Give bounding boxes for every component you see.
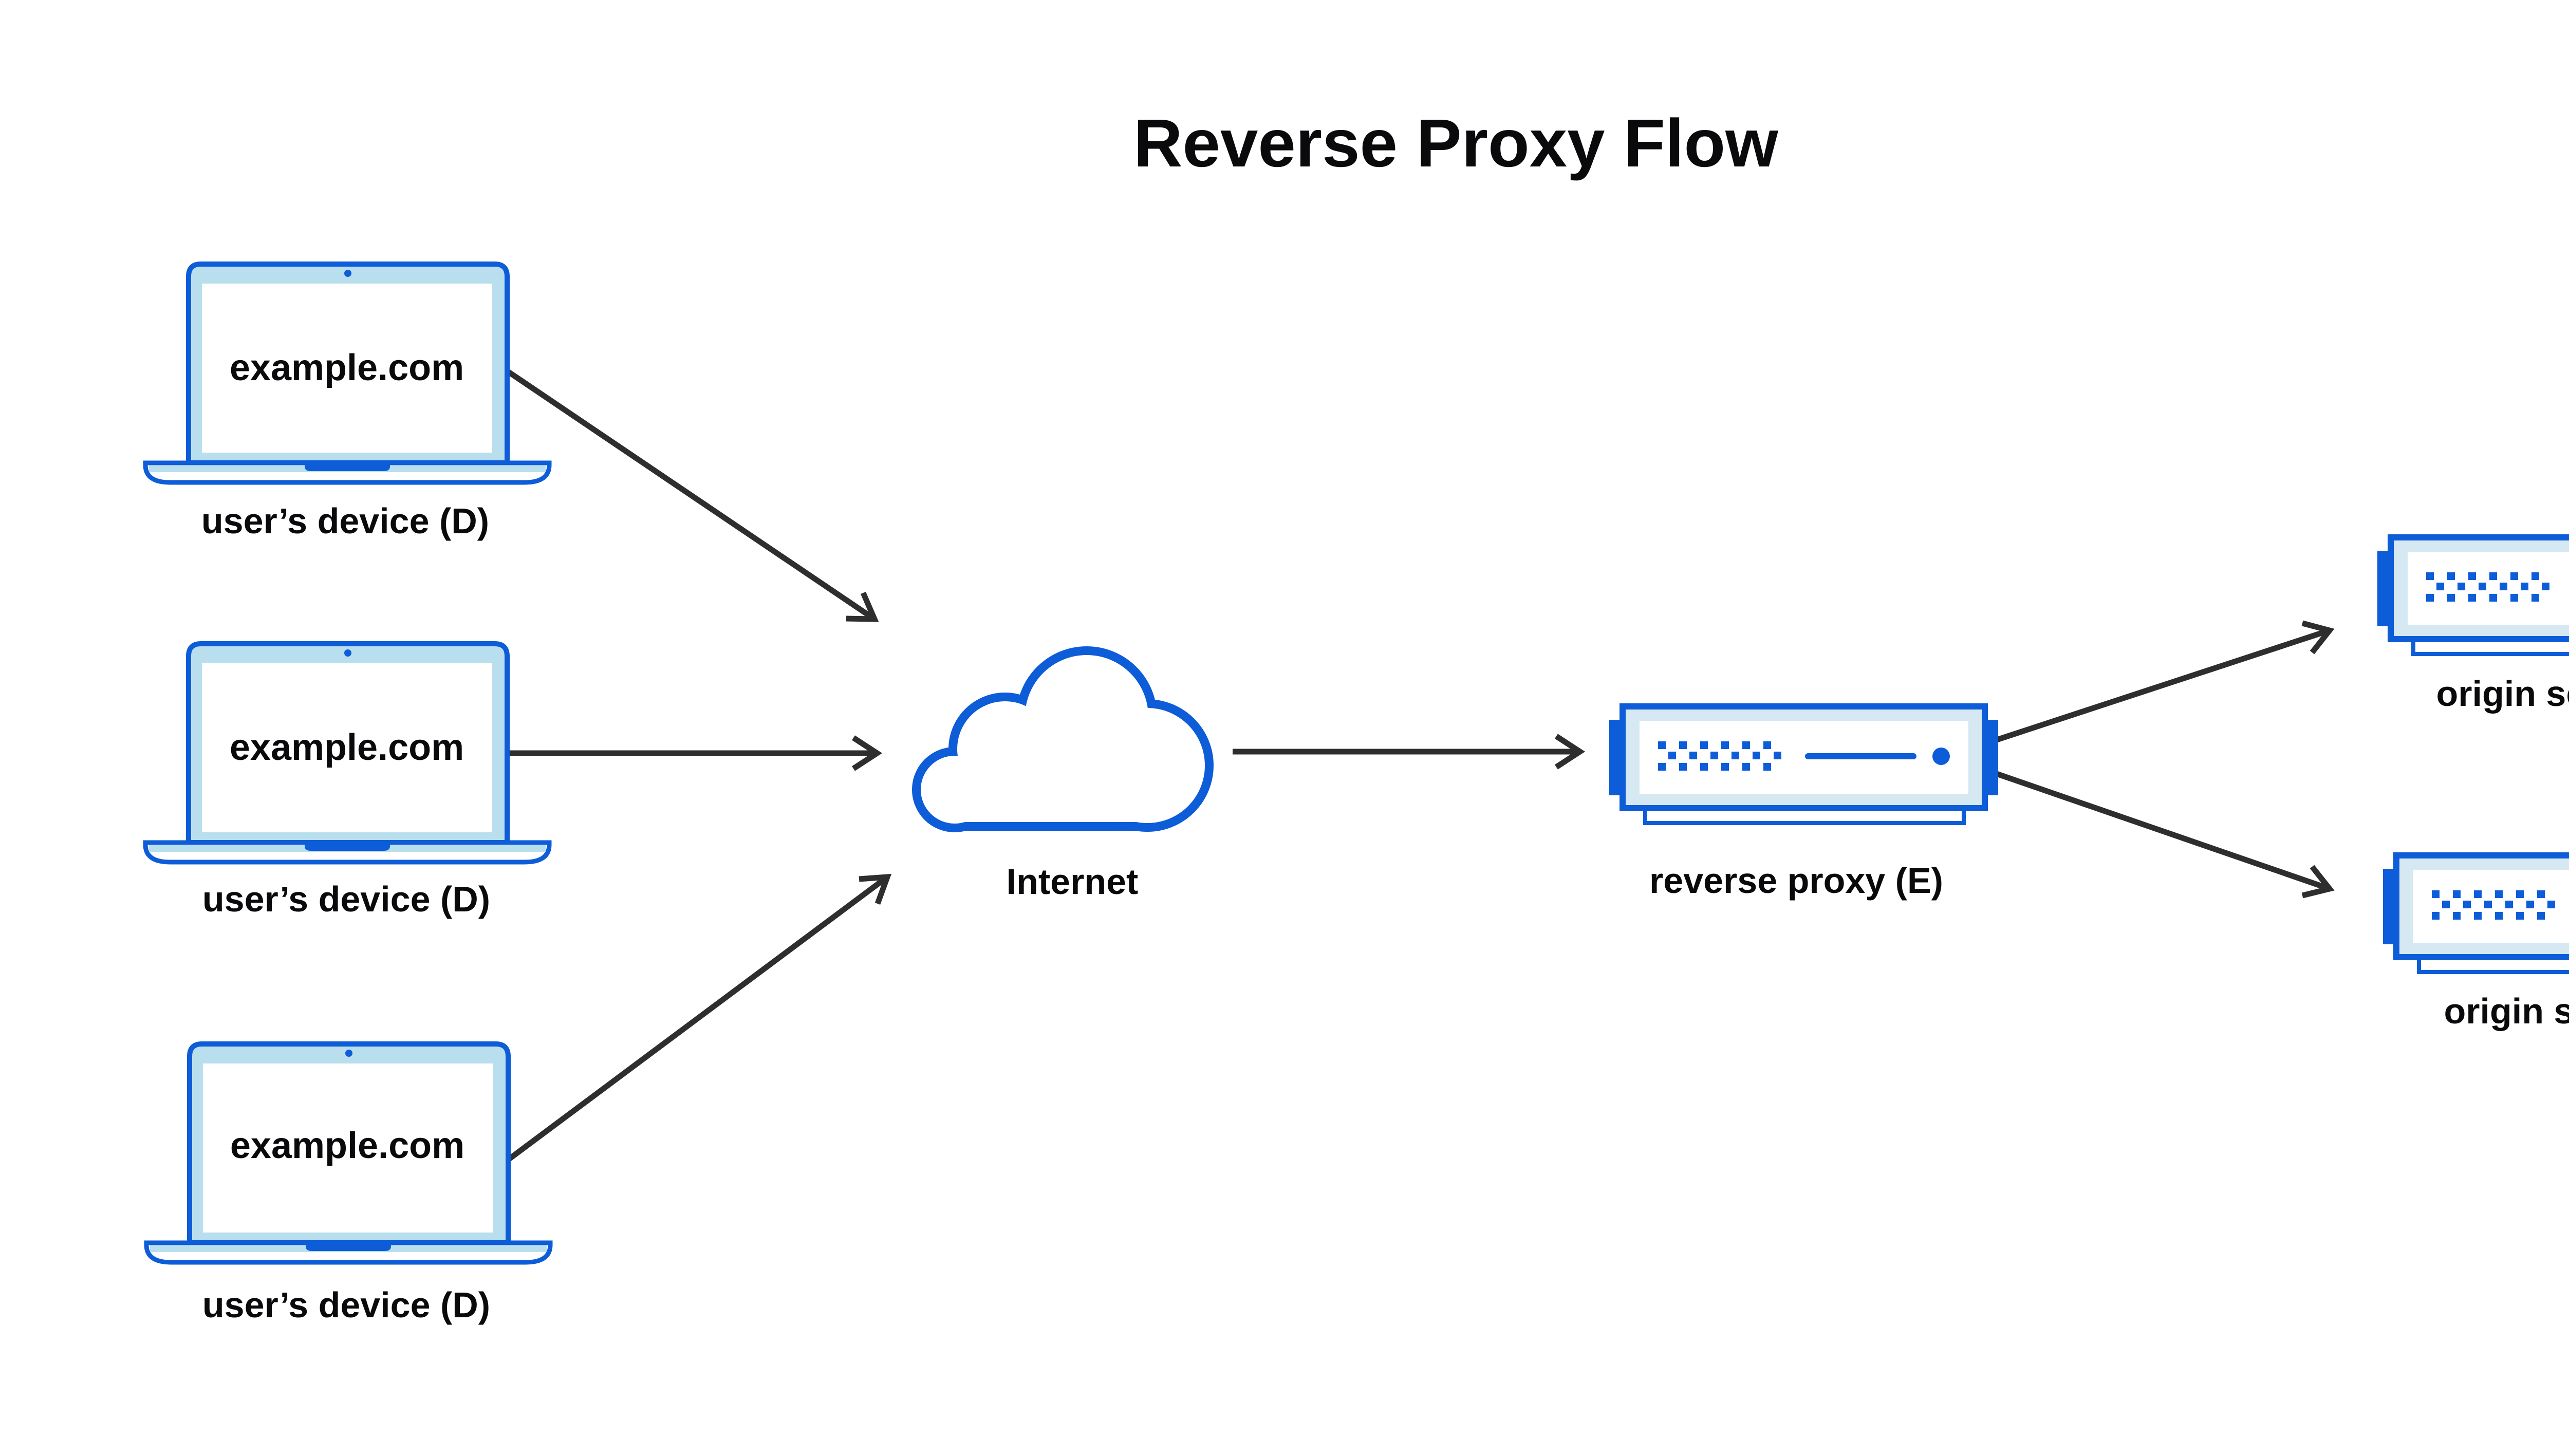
arrow-proxy-to-origin2 [1993, 770, 2335, 899]
reverse-proxy-label: reverse proxy (E) [1649, 861, 1943, 901]
device-screen-text-2: example.com [229, 727, 464, 768]
device-screen-text-3: example.com [230, 1125, 465, 1166]
device-label-1: user’s device (D) [201, 501, 490, 541]
internet-cloud-icon [912, 646, 1214, 832]
device-label-3: user’s device (D) [202, 1285, 491, 1325]
origin-server-label-2: origin server (F) [2444, 991, 2569, 1031]
page-title: Reverse Proxy Flow [1133, 105, 1778, 181]
arrow-proxy-to-origin1 [1993, 620, 2335, 744]
arrow-device1-to-internet [499, 364, 879, 622]
origin-server-label-1: origin server (F) [2436, 674, 2569, 714]
arrow-device3-to-internet [501, 873, 892, 1166]
arrow-internet-to-proxy [1233, 734, 1586, 770]
reverse-proxy-server-icon [1609, 706, 1998, 823]
device-label-2: user’s device (D) [202, 879, 491, 919]
device-screen-text-1: example.com [229, 347, 464, 388]
origin-server-icon-2 [2383, 855, 2569, 972]
internet-label: Internet [1006, 862, 1139, 902]
origin-server-icon-1 [2377, 537, 2569, 654]
arrow-device2-to-internet [510, 735, 883, 771]
